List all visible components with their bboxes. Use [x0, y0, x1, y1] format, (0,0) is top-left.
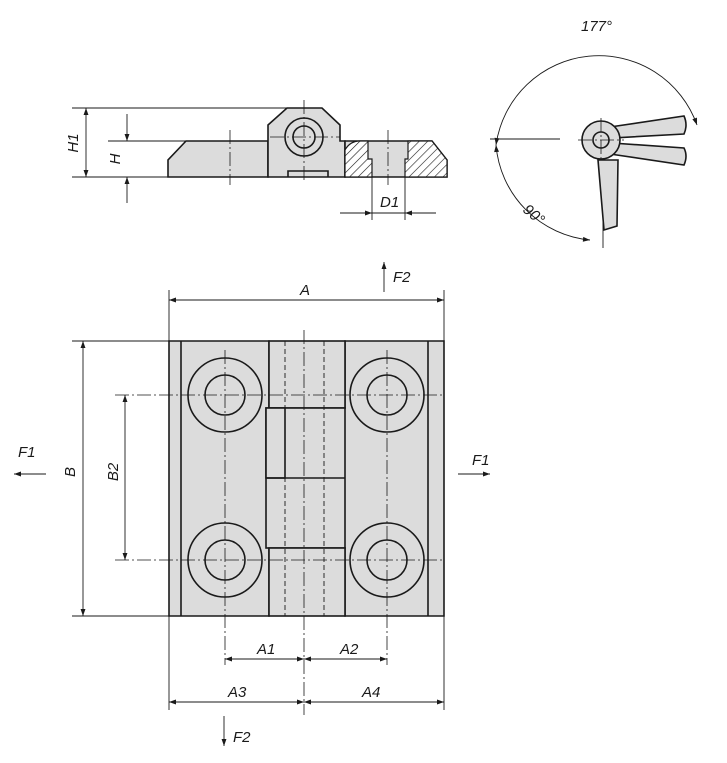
- label-A2: A2: [339, 641, 359, 658]
- rotation-leaf-upper: [609, 115, 687, 139]
- label-F1-left: F1: [18, 444, 36, 461]
- rotation-leaf-lower: [609, 142, 687, 166]
- label-A1: A1: [256, 641, 275, 658]
- rotation-view: 177° 90°: [490, 18, 698, 248]
- label-B2: B2: [105, 462, 122, 481]
- label-angle-open: 177°: [581, 18, 612, 35]
- side-view-left-leaf: [167, 140, 269, 178]
- rotation-arc-90: [494, 144, 591, 242]
- label-F2-top: F2: [393, 269, 411, 286]
- label-A: A: [299, 282, 310, 299]
- rotation-leaf-down: [597, 159, 619, 232]
- label-D1: D1: [380, 194, 399, 211]
- side-view-groove: [287, 170, 329, 177]
- plan-knuckle-bottom: [268, 547, 346, 617]
- plan-knuckle-mid-left: [265, 407, 286, 479]
- side-view-section-right: [404, 140, 448, 178]
- label-H1: H1: [65, 133, 82, 152]
- plan-view: A B B2 A1 A2 A3 A4 F1 F1 F2 F2: [14, 262, 490, 746]
- plan-knuckle-top: [268, 340, 346, 409]
- label-B: B: [62, 467, 79, 477]
- label-H: H: [107, 153, 124, 164]
- side-view-section-left: [344, 140, 373, 178]
- rotation-arc-177: [494, 55, 698, 146]
- label-F1-right: F1: [472, 452, 490, 469]
- side-view: H1 H D1: [65, 100, 448, 220]
- label-A4: A4: [361, 684, 380, 701]
- label-F2-bottom: F2: [233, 729, 251, 746]
- label-A3: A3: [227, 684, 247, 701]
